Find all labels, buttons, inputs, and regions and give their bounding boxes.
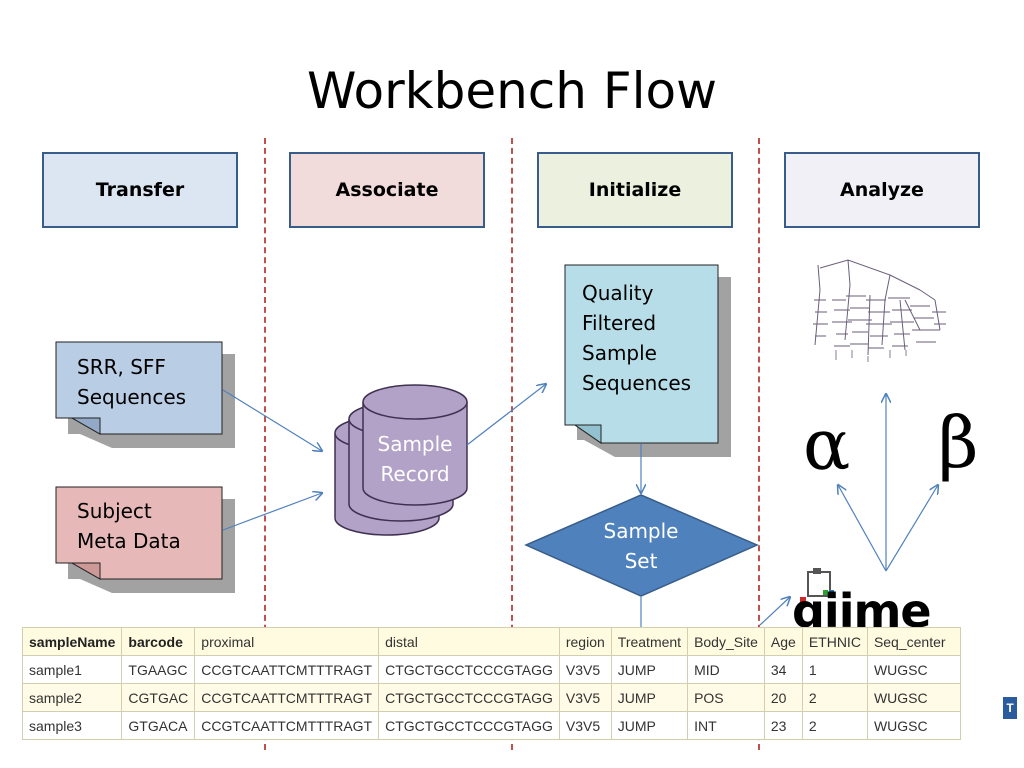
column-header: sampleName bbox=[21, 627, 123, 656]
alpha-diversity-symbol: α bbox=[803, 404, 851, 486]
table-cell: WUGSC bbox=[866, 655, 961, 684]
srr-sequences-label: SRR, SFF Sequences bbox=[77, 355, 187, 409]
table-cell: CTGCTGCCTCCCGTAGG bbox=[378, 683, 560, 712]
table-cell: GTGACA bbox=[121, 711, 196, 740]
stage-initialize: Initialize bbox=[537, 152, 733, 228]
arrow-qiime-to-beta bbox=[885, 485, 938, 572]
column-header: proximal bbox=[194, 627, 380, 656]
table-row: sample1 TGAAGC CCGTCAATTCMTTTRAGT CTGCTG… bbox=[21, 655, 961, 684]
table-cell: sample3 bbox=[21, 711, 123, 740]
column-header: Body_Site bbox=[687, 627, 765, 656]
column-divider bbox=[264, 138, 266, 750]
table-cell: CGTGAC bbox=[121, 683, 196, 712]
table-cell: TGAAGC bbox=[121, 655, 196, 684]
sample-record-label: Sample Record bbox=[377, 432, 453, 486]
table-cell: CTGCTGCCTCCCGTAGG bbox=[378, 711, 560, 740]
column-header: ETHNIC bbox=[801, 627, 868, 656]
column-header: Seq_center bbox=[866, 627, 961, 656]
table-cell: CCGTCAATTCMTTTRAGT bbox=[194, 683, 380, 712]
quality-filtered-label: Quality Filtered Sample Sequences bbox=[582, 281, 692, 395]
table-cell: INT bbox=[687, 711, 765, 740]
table-cell: JUMP bbox=[610, 683, 689, 712]
table-cell: sample1 bbox=[21, 655, 123, 684]
sample-metadata-table: sampleName barcode proximal distal regio… bbox=[21, 627, 961, 740]
sample-record-cylinders bbox=[334, 384, 468, 536]
qiime-logo-icon bbox=[800, 568, 834, 603]
arrow-qiime-to-alpha bbox=[838, 485, 887, 572]
table-cell: V3V5 bbox=[558, 711, 612, 740]
sample-set-label: Sample Set bbox=[603, 519, 679, 573]
subject-meta-data-label: Subject Meta Data bbox=[77, 499, 181, 553]
table-cell: 2 bbox=[801, 711, 868, 740]
column-header: distal bbox=[378, 627, 560, 656]
arrow-set-to-qiime bbox=[759, 597, 790, 626]
arrow-record-to-quality bbox=[466, 384, 546, 446]
column-header: region bbox=[558, 627, 612, 656]
stage-associate: Associate bbox=[289, 152, 485, 228]
table-cell: 1 bbox=[801, 655, 868, 684]
sample-set-diamond bbox=[524, 494, 759, 597]
beta-diversity-symbol: β bbox=[938, 402, 979, 484]
table-row: sample2 CGTGAC CCGTCAATTCMTTTRAGT CTGCTG… bbox=[21, 683, 961, 712]
table-cell: sample2 bbox=[21, 683, 123, 712]
meta-document-shape bbox=[55, 486, 235, 593]
table-cell: 2 bbox=[801, 683, 868, 712]
arrow-srr-to-record bbox=[222, 389, 322, 451]
column-divider bbox=[758, 138, 760, 750]
table-cell: MID bbox=[687, 655, 765, 684]
table-row: sample3 GTGACA CCGTCAATTCMTTTRAGT CTGCTG… bbox=[21, 711, 961, 740]
table-cell: V3V5 bbox=[558, 655, 612, 684]
table-cell: JUMP bbox=[610, 711, 689, 740]
table-cell: JUMP bbox=[610, 655, 689, 684]
table-cell: CCGTCAATTCMTTTRAGT bbox=[194, 711, 380, 740]
column-divider bbox=[511, 138, 513, 750]
table-cell: 23 bbox=[763, 711, 803, 740]
stage-transfer: Transfer bbox=[42, 152, 238, 228]
table-cell: CTGCTGCCTCCCGTAGG bbox=[378, 655, 560, 684]
table-header-row: sampleName barcode proximal distal regio… bbox=[21, 627, 961, 656]
stage-analyze: Analyze bbox=[784, 152, 980, 228]
table-cell: POS bbox=[687, 683, 765, 712]
quality-document-shape bbox=[564, 264, 731, 457]
slide-title: Workbench Flow bbox=[306, 62, 717, 120]
column-header: Treatment bbox=[610, 627, 689, 656]
edge-button[interactable]: T bbox=[1003, 697, 1017, 719]
arrow-meta-to-record bbox=[222, 493, 322, 531]
srr-document-shape bbox=[55, 341, 235, 448]
table-cell: 34 bbox=[763, 655, 803, 684]
table-cell: CCGTCAATTCMTTTRAGT bbox=[194, 655, 380, 684]
column-header: Age bbox=[763, 627, 803, 656]
table-cell: WUGSC bbox=[866, 711, 961, 740]
table-cell: WUGSC bbox=[866, 683, 961, 712]
column-header: barcode bbox=[121, 627, 196, 656]
table-cell: V3V5 bbox=[558, 683, 612, 712]
phylogenetic-tree-icon bbox=[813, 259, 946, 362]
table-cell: 20 bbox=[763, 683, 803, 712]
